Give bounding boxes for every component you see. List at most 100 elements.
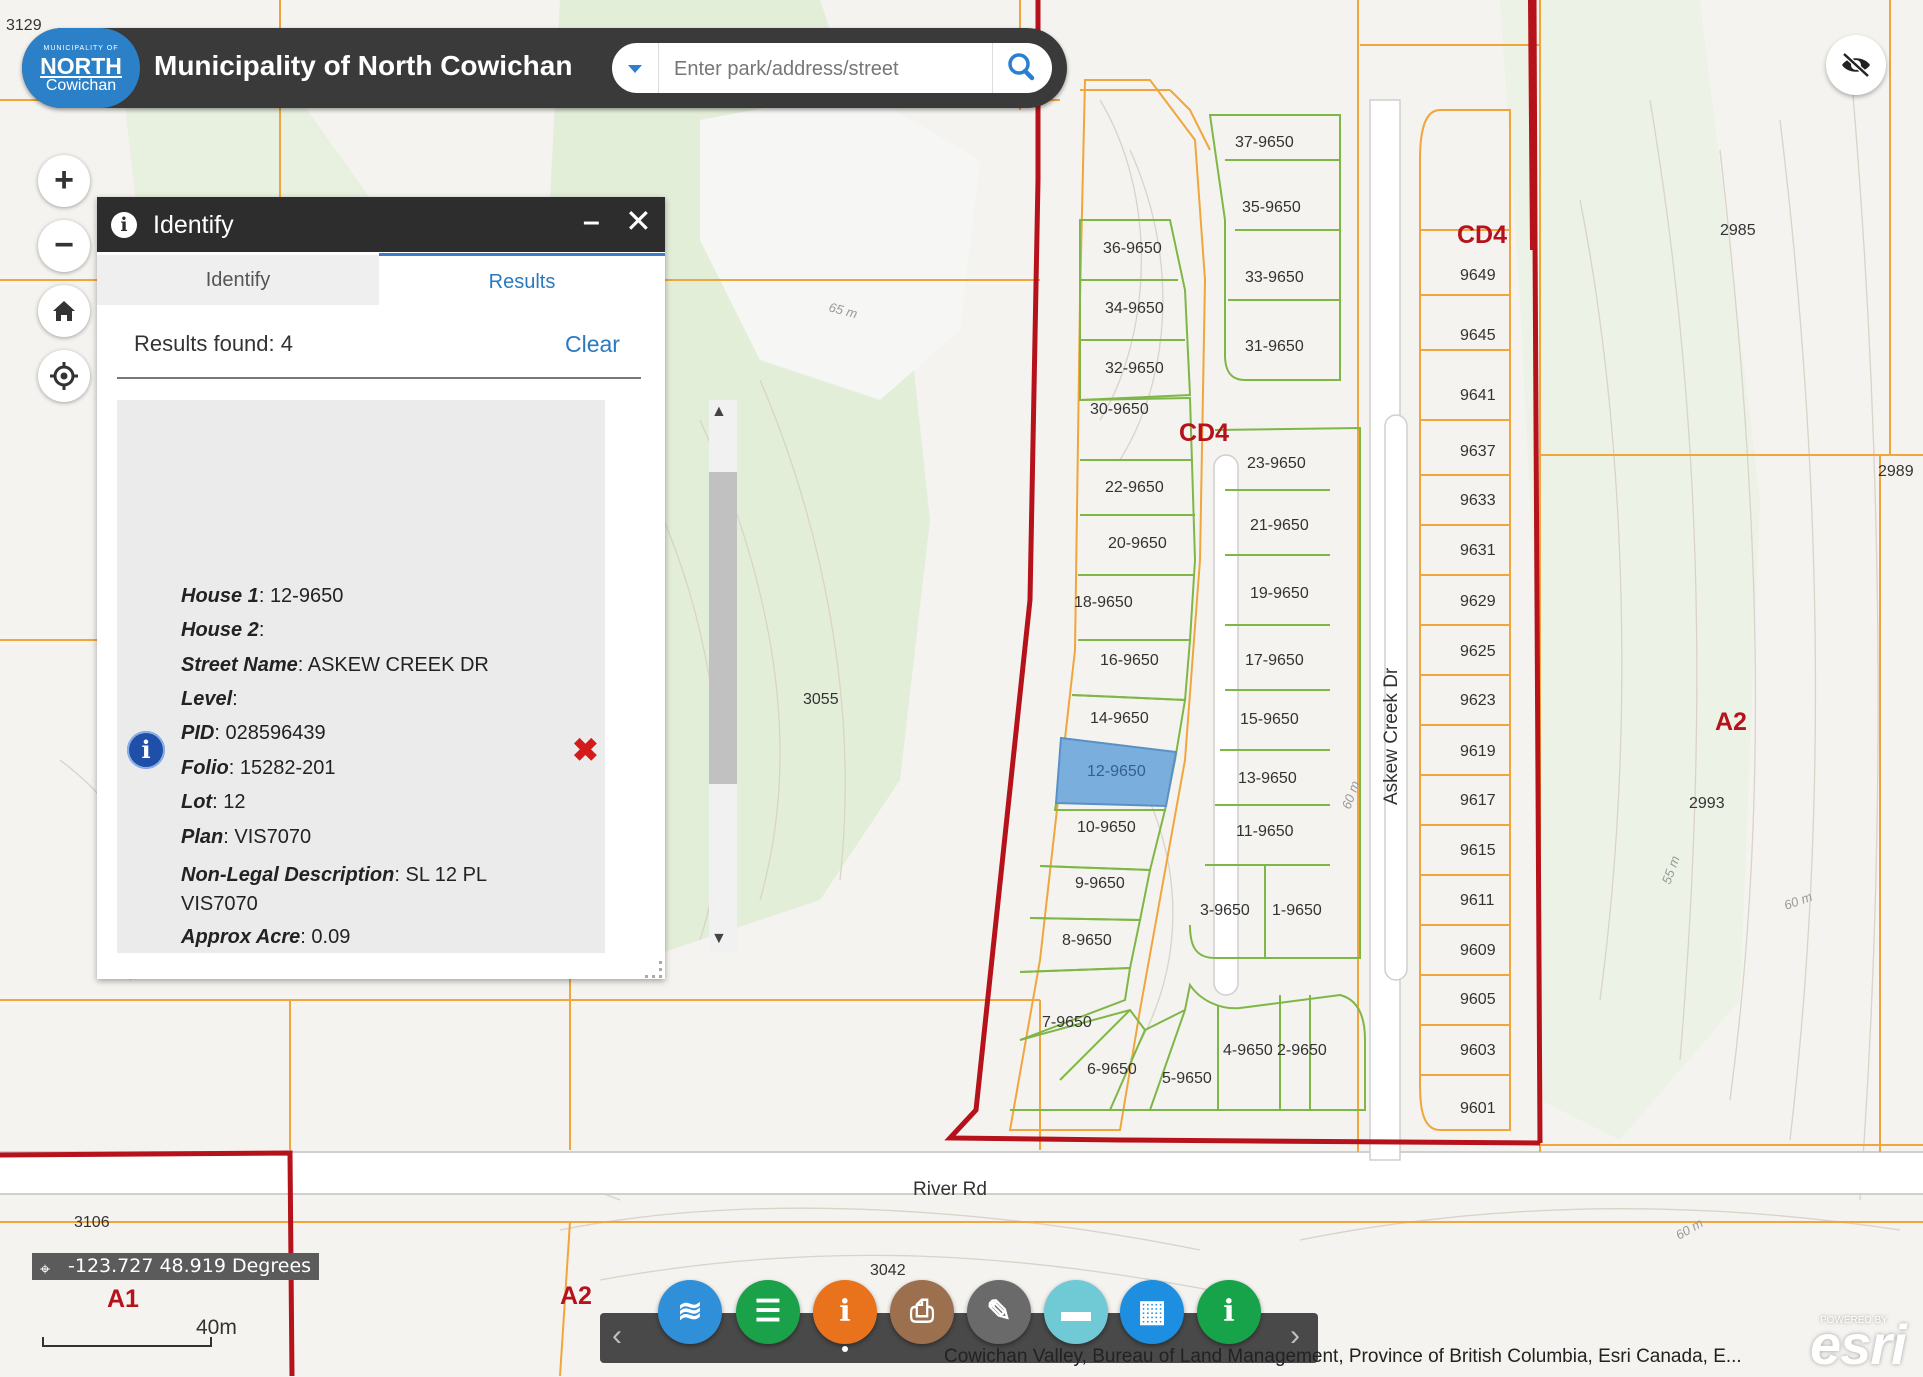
scroll-down-icon[interactable]: ▼ xyxy=(711,930,727,947)
map-attribution: Cowichan Valley, Bureau of Land Manageme… xyxy=(944,1346,1742,1367)
home-button[interactable] xyxy=(38,285,90,337)
attribute-value: 12 xyxy=(223,791,246,813)
scalebar-label: 40m xyxy=(196,1316,237,1339)
draw-icon: ✎ xyxy=(986,1295,1012,1328)
search-input[interactable] xyxy=(672,53,976,85)
identify-info-button[interactable]: i xyxy=(813,1280,877,1344)
attribute-value: 0.09 xyxy=(311,926,351,948)
parcel-address-label: 9601 xyxy=(1460,1100,1496,1117)
parcel-address-label: 9619 xyxy=(1460,743,1496,760)
scroll-up-icon[interactable]: ▲ xyxy=(711,403,727,420)
scalebar xyxy=(42,1337,212,1347)
locate-button[interactable] xyxy=(38,350,90,402)
zoom-in-button[interactable]: + xyxy=(38,155,90,207)
lot-label: 1-9650 xyxy=(1272,902,1322,919)
esri-powered-by: POWERED BY xyxy=(1820,1315,1888,1326)
lot-label: 18-9650 xyxy=(1074,594,1133,611)
measure-ruler-button[interactable]: ▬ xyxy=(1044,1280,1108,1344)
lot-label: 22-9650 xyxy=(1105,479,1164,496)
about-info-button[interactable]: i xyxy=(1197,1280,1261,1344)
parcel-address-label: 9611 xyxy=(1460,892,1495,909)
toolbar-next-button[interactable]: › xyxy=(1290,1319,1300,1352)
remove-result-icon[interactable]: ✖ xyxy=(572,732,599,768)
lot-label: 33-9650 xyxy=(1245,269,1304,286)
basemap-gallery-button[interactable]: ▦ xyxy=(1120,1280,1184,1344)
attribute-separator: : xyxy=(394,864,406,886)
attribute-name: Lot xyxy=(181,791,213,813)
clearing-area xyxy=(700,90,980,400)
crosshair-icon[interactable]: ⌖ xyxy=(40,1259,51,1280)
lot-label: 35-9650 xyxy=(1242,199,1301,216)
lot-label: 32-9650 xyxy=(1105,360,1164,377)
selected-parcel-highlight[interactable] xyxy=(1054,736,1178,808)
panel-title-bar[interactable]: i Identify – ✕ xyxy=(97,197,665,252)
parcel-address-label: 9609 xyxy=(1460,942,1496,959)
attribute-row: House 1: 12-9650 xyxy=(181,585,343,608)
attribute-name: House 1 xyxy=(181,585,259,607)
lot-label: 31-9650 xyxy=(1245,338,1304,355)
zone-label: CD4 xyxy=(1457,221,1507,249)
parcel-id: 3055 xyxy=(803,691,839,708)
search-box xyxy=(612,43,1052,93)
parcel-address-label: 9645 xyxy=(1460,327,1496,344)
draw-button[interactable]: ✎ xyxy=(967,1280,1031,1344)
close-button[interactable]: ✕ xyxy=(625,203,652,239)
parcel-address-label: 9623 xyxy=(1460,692,1496,709)
parcel-address-label: 9633 xyxy=(1460,492,1496,509)
scrollbar-thumb[interactable] xyxy=(709,472,737,784)
app-header: MUNICIPALITY OF NORTH Cowichan Municipal… xyxy=(22,28,1067,108)
attribute-separator: : xyxy=(258,619,265,641)
street-label: River Rd xyxy=(913,1179,987,1200)
lot-label: 17-9650 xyxy=(1245,652,1304,669)
parcel-address-label: 9615 xyxy=(1460,842,1496,859)
zone-label: CD4 xyxy=(1179,419,1229,447)
legend-list-button[interactable]: ☰ xyxy=(736,1280,800,1344)
minimize-button[interactable]: – xyxy=(583,205,600,238)
tab-results[interactable]: Results xyxy=(379,253,665,308)
results-count: Results found: 4 xyxy=(134,331,293,356)
municipality-logo[interactable]: MUNICIPALITY OF NORTH Cowichan xyxy=(22,28,140,108)
attribute-name: Level xyxy=(181,688,233,710)
river-road xyxy=(0,1152,1923,1194)
toggle-visibility-button[interactable] xyxy=(1826,35,1886,95)
tab-identify[interactable]: Identify xyxy=(97,255,379,305)
esri-logo[interactable]: esri xyxy=(1810,1313,1907,1376)
attribute-name: House 2 xyxy=(181,619,259,641)
zoning-boundaries xyxy=(0,0,1543,1376)
search-button[interactable] xyxy=(992,43,1053,93)
lot-label: 3-9650 xyxy=(1200,902,1250,919)
lot-label: 6-9650 xyxy=(1087,1061,1137,1078)
lot-label: 4-9650 xyxy=(1223,1042,1273,1059)
zoom-out-button[interactable]: − xyxy=(38,220,90,272)
attribute-value: 15282-201 xyxy=(239,757,336,779)
layers-button[interactable]: ≋ xyxy=(658,1280,722,1344)
toolbar-prev-button[interactable]: ‹ xyxy=(612,1319,622,1352)
zone-label: A2 xyxy=(560,1282,592,1310)
parcel-id: 2993 xyxy=(1689,795,1725,812)
lot-label: 34-9650 xyxy=(1105,300,1164,317)
clear-results-link[interactable]: Clear xyxy=(565,331,620,357)
measure-ruler-icon: ▬ xyxy=(1061,1295,1091,1328)
parcel-address-label: 9617 xyxy=(1460,792,1496,809)
lot-label: 19-9650 xyxy=(1250,585,1309,602)
basemap-gallery-icon: ▦ xyxy=(1137,1295,1167,1328)
street-label: Askew Creek Dr xyxy=(1381,667,1402,805)
lot-label: 37-9650 xyxy=(1235,134,1294,151)
parcel-id: 2989 xyxy=(1878,463,1914,480)
attribute-value: ASKEW CREEK DR xyxy=(307,654,489,676)
attribute-row: Street Name: ASKEW CREEK DR xyxy=(181,654,489,677)
zone-label: A1 xyxy=(107,1285,139,1313)
print-button[interactable]: ⎙ xyxy=(890,1280,954,1344)
lot-labels: 37-965035-965036-965033-965034-965031-96… xyxy=(1042,134,1496,1117)
lot-label: 2-9650 xyxy=(1277,1042,1327,1059)
attribute-separator: : xyxy=(300,926,312,948)
parcel-address-label: 9649 xyxy=(1460,267,1496,284)
attribute-row: Level: xyxy=(181,688,238,711)
lot-label: 16-9650 xyxy=(1100,652,1159,669)
search-source-dropdown[interactable] xyxy=(612,43,659,93)
resize-handle[interactable] xyxy=(645,961,662,978)
attribute-separator: : xyxy=(297,654,308,676)
result-info-icon[interactable]: i xyxy=(127,731,165,769)
